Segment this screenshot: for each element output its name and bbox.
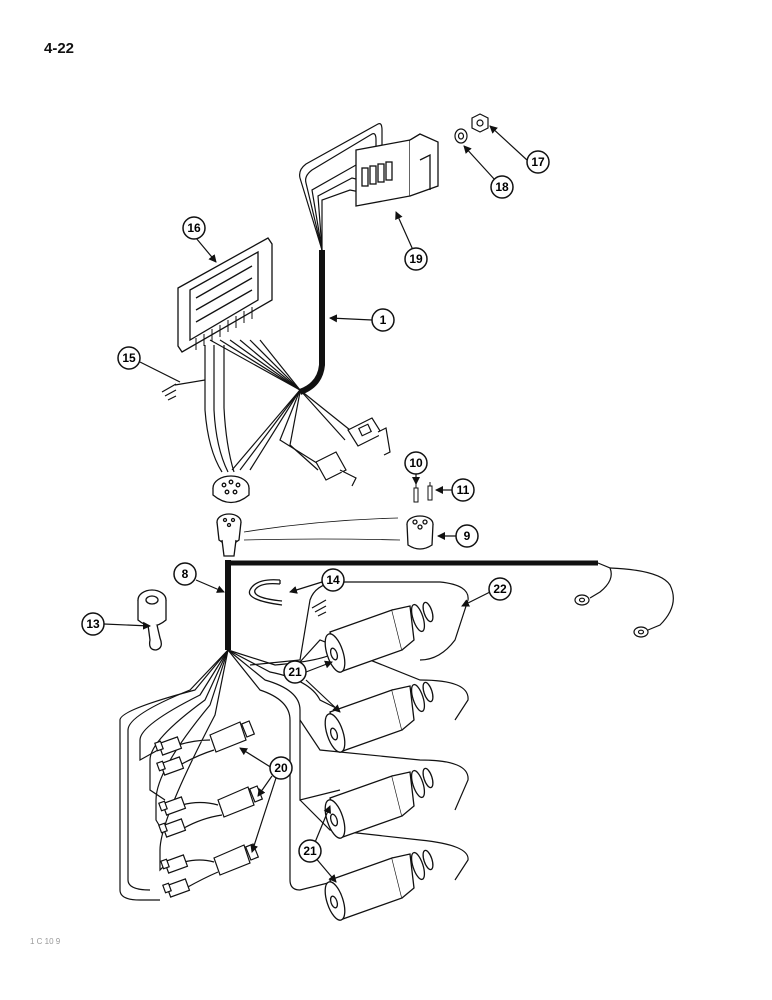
switch-connector-20-1b: [156, 756, 185, 776]
callout-8: 8: [173, 562, 197, 586]
leader-17: [489, 125, 528, 161]
callout-9: 9: [455, 524, 479, 548]
terminal-pins-10: [413, 484, 419, 503]
ring-terminal-upper: [574, 594, 590, 606]
callout-21a: 21: [283, 660, 307, 684]
callout-13: 13: [81, 612, 105, 636]
callout-label-10: 10: [409, 456, 423, 470]
callout-14: 14: [321, 568, 345, 592]
switch-connector-20-3a: [160, 854, 189, 874]
leader-21b2: [313, 855, 337, 883]
solenoid-valve-21-3: [324, 767, 434, 839]
solenoid-valve-21-2: [324, 681, 434, 753]
ring-terminal-lower: [633, 626, 649, 638]
leader-19: [395, 211, 414, 251]
side-connector-upper: [347, 417, 391, 456]
callout-label-18: 18: [495, 180, 509, 194]
leader-14: [289, 581, 323, 594]
leader-8: [195, 579, 225, 593]
ground-symbol-22: [311, 599, 327, 617]
callout-label-14: 14: [326, 573, 340, 587]
leader-16: [195, 237, 217, 263]
switch-connector-20-2a: [158, 796, 187, 816]
main-harness-trunk: [298, 250, 325, 395]
callout-label-19: 19: [409, 252, 423, 266]
solenoid-valve-21-1: [324, 601, 434, 673]
callout-label-1: 1: [380, 313, 387, 327]
solenoid-valve-21-4: [324, 849, 434, 921]
upper-harness: [174, 123, 383, 473]
callout-label-9: 9: [464, 529, 471, 543]
leader-20b: [257, 775, 273, 797]
callout-label-11: 11: [457, 483, 470, 497]
leader-18: [463, 145, 496, 181]
pressure-switch-20-2: [181, 785, 264, 829]
pressure-switch-20-1: [177, 720, 256, 766]
callout-label-17: 17: [531, 155, 545, 169]
leader-22: [461, 591, 491, 607]
leader-20c: [250, 777, 277, 853]
leader-21a1: [305, 660, 333, 673]
round-connector-female: [212, 475, 250, 504]
page-number: 4-22: [44, 40, 75, 57]
callout-label-13: 13: [86, 617, 100, 631]
callout-22: 22: [488, 577, 512, 601]
callout-21b: 21: [298, 839, 322, 863]
switch-connector-20-3b: [162, 878, 191, 898]
washer-18: [454, 128, 468, 144]
callout-label-21b: 21: [303, 844, 317, 858]
callout-label-8: 8: [182, 567, 189, 581]
callout-20: 20: [269, 756, 293, 780]
callout-11: 11: [451, 478, 475, 502]
switch-connector-20-2b: [158, 818, 187, 838]
leader-21a2: [305, 679, 341, 713]
connector-13: [137, 589, 167, 651]
switch-connector-20-1a: [154, 736, 183, 756]
callout-17: 17: [526, 150, 550, 174]
round-connector-male: [216, 513, 242, 557]
leader-13: [103, 621, 151, 630]
leader-15: [139, 361, 181, 383]
callout-label-20: 20: [274, 761, 288, 775]
callout-19: 19: [404, 247, 428, 271]
pressure-switch-20-3: [183, 843, 260, 889]
plug-9: [406, 515, 434, 550]
callout-10: 10: [404, 451, 428, 475]
callout-label-21a: 21: [288, 665, 302, 679]
callout-label-22: 22: [493, 582, 507, 596]
control-module-16: [177, 237, 273, 353]
callout-18: 18: [490, 175, 514, 199]
callout-1: 1: [371, 308, 395, 332]
leader-20a: [239, 747, 273, 769]
callout-label-15: 15: [122, 351, 136, 365]
terminal-pins-11: [427, 482, 433, 501]
ground-symbol-15: [161, 383, 177, 401]
leader-1: [329, 314, 373, 323]
callout-label-16: 16: [187, 221, 201, 235]
nut-17: [471, 113, 489, 133]
side-connector-lower: [315, 451, 357, 487]
callout-15: 15: [117, 346, 141, 370]
clamp-14: [248, 579, 283, 606]
relay-19: [355, 133, 439, 207]
callout-16: 16: [182, 216, 206, 240]
footer-code: 1 C 10 9: [30, 937, 61, 946]
